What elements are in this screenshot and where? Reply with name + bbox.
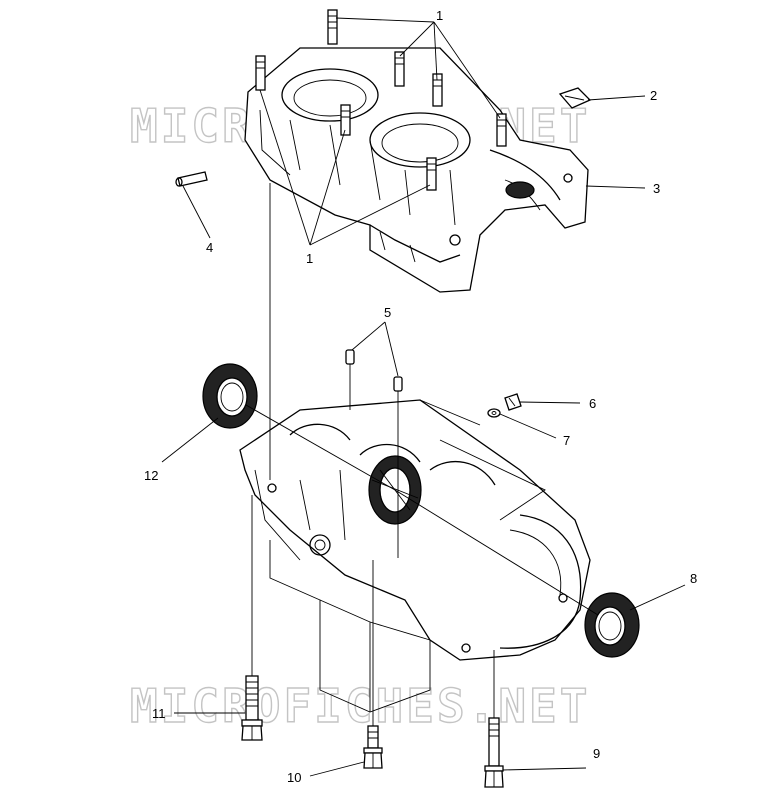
callout-9: 9 (593, 746, 600, 761)
alignment-lines (245, 183, 599, 726)
cylinder-studs (255, 9, 507, 191)
lower-crankcase (239, 399, 591, 713)
callout-4: 4 (206, 240, 213, 255)
callout-3: 3 (653, 181, 660, 196)
callout-5: 5 (384, 305, 391, 320)
seal-12 (202, 363, 258, 429)
callout-1-lower: 1 (306, 251, 313, 266)
callout-1: 1 (436, 8, 443, 23)
callout-10: 10 (287, 770, 301, 785)
plug-6 (504, 393, 522, 411)
callout-2: 2 (650, 88, 657, 103)
bolt-11 (241, 675, 263, 741)
dowel-pin-4 (175, 171, 208, 187)
callout-7: 7 (563, 433, 570, 448)
washer-7 (487, 408, 501, 418)
callout-labels: 1 1 2 3 4 5 6 7 8 9 10 11 12 (144, 8, 697, 785)
callout-11: 11 (152, 706, 166, 721)
watermark-bottom: MICROFICHES.NET (130, 679, 590, 733)
upper-crankcase (244, 47, 589, 293)
callout-8: 8 (690, 571, 697, 586)
seal-8 (584, 592, 640, 658)
leader-lines (161, 17, 686, 777)
callout-12: 12 (144, 468, 158, 483)
callout-6: 6 (589, 396, 596, 411)
